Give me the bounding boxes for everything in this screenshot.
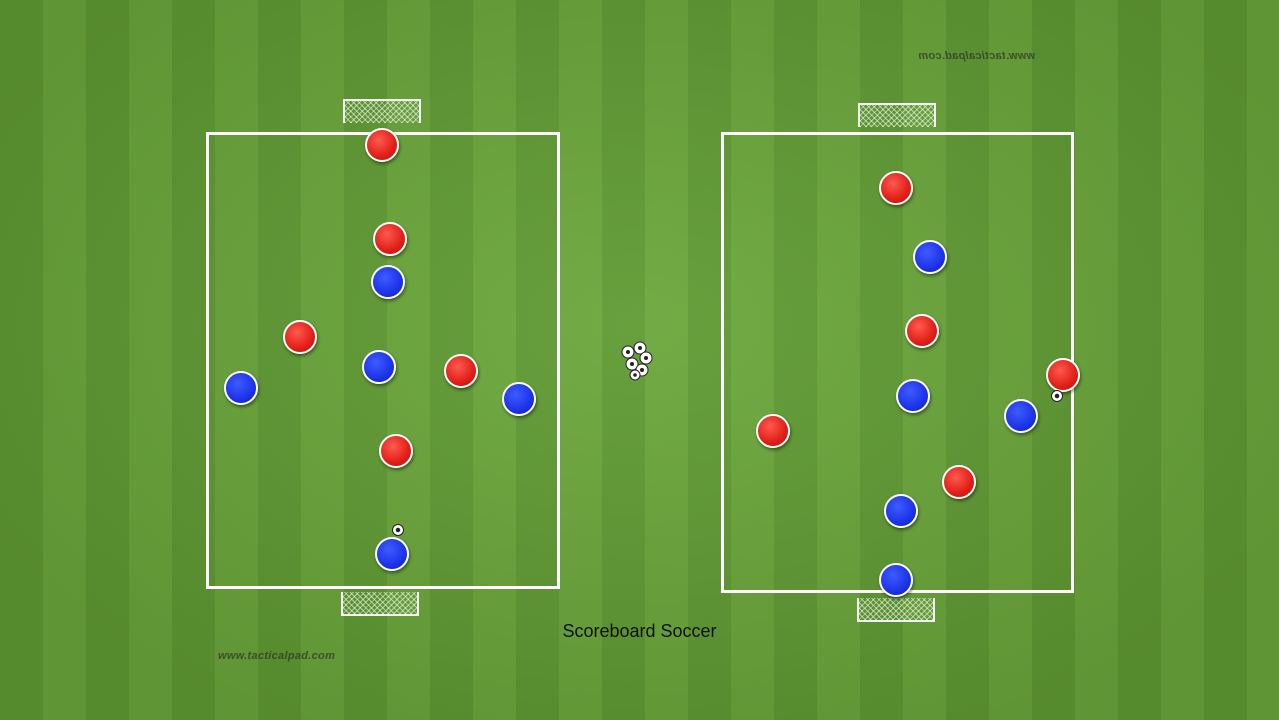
right-red-player-2[interactable]	[905, 314, 939, 348]
watermark-bottom: www.tacticalpad.com	[218, 650, 336, 662]
left-red-player-1[interactable]	[365, 128, 399, 162]
right-red-player-4[interactable]	[756, 414, 790, 448]
left-blue-player-1[interactable]	[371, 265, 405, 299]
left-field-ball[interactable]	[392, 524, 404, 536]
left-red-player-4[interactable]	[444, 354, 478, 388]
left-field-top-goal	[343, 99, 421, 123]
right-red-player-3[interactable]	[1046, 358, 1080, 392]
right-field-bottom-goal	[857, 598, 935, 622]
right-blue-player-2[interactable]	[896, 379, 930, 413]
right-red-player-1[interactable]	[879, 171, 913, 205]
left-red-player-5[interactable]	[379, 434, 413, 468]
right-field-ball[interactable]	[1051, 390, 1063, 402]
right-blue-player-5[interactable]	[879, 563, 913, 597]
right-red-player-5[interactable]	[942, 465, 976, 499]
right-field-top-goal	[858, 103, 936, 127]
right-blue-player-3[interactable]	[1004, 399, 1038, 433]
ball-pile	[621, 341, 653, 381]
right-blue-player-1[interactable]	[913, 240, 947, 274]
left-blue-player-5[interactable]	[375, 537, 409, 571]
left-field-bottom-goal	[341, 592, 419, 616]
left-blue-player-3[interactable]	[224, 371, 258, 405]
left-blue-player-2[interactable]	[362, 350, 396, 384]
watermark-top-mirrored: www.tacticalpad.com	[918, 50, 1036, 62]
diagram-title: Scoreboard Soccer	[562, 621, 717, 641]
left-red-player-3[interactable]	[283, 320, 317, 354]
left-blue-player-4[interactable]	[502, 382, 536, 416]
right-blue-player-4[interactable]	[884, 494, 918, 528]
left-red-player-2[interactable]	[373, 222, 407, 256]
